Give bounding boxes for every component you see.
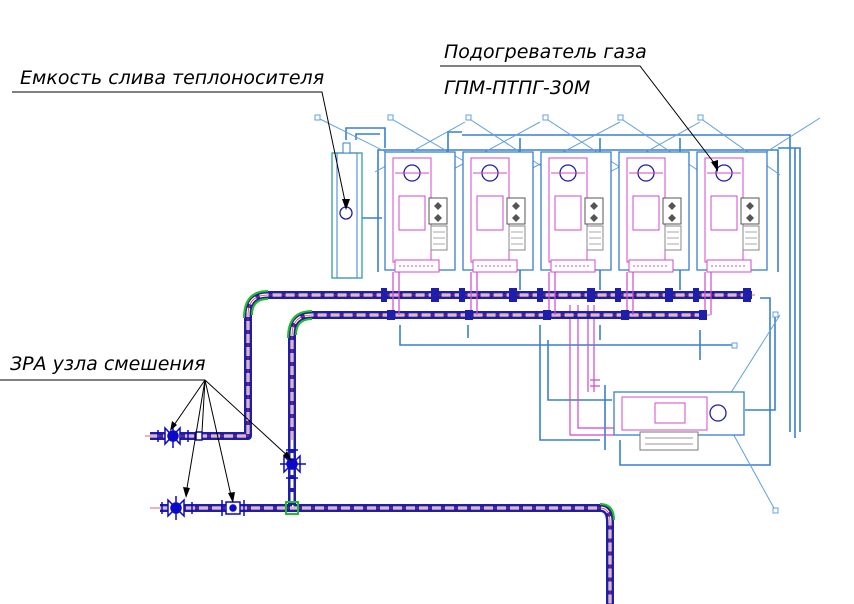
gas-heater-4 (618, 151, 690, 273)
gas-heater-2 (462, 151, 534, 273)
valve-2 (280, 449, 306, 479)
heater-stub-4 (615, 272, 673, 320)
center-lines (145, 294, 755, 604)
lower-heater (569, 305, 745, 451)
heater-label-line1: Подогреватель газа (444, 41, 647, 63)
leader-arrows (170, 160, 718, 503)
valve-4 (221, 500, 245, 516)
heater-stub-1 (381, 272, 439, 320)
gas-heater-group (384, 151, 768, 273)
mixing-valves-label: ЗРА узла смешения (10, 353, 206, 375)
gas-heater-1 (384, 151, 456, 273)
valve-3 (161, 496, 193, 520)
heater-stub-2 (459, 272, 517, 320)
drain-tank (331, 142, 363, 279)
heater-stubs (381, 272, 751, 320)
annotation-leaders (0, 65, 719, 501)
heater-stub-5 (693, 272, 751, 320)
heater-stub-3 (537, 272, 595, 320)
gas-heater-5 (696, 151, 768, 273)
green-bends (243, 290, 615, 521)
leader-nodes (314, 114, 779, 514)
heater-label-line2: ГПМ-ПТПГ-30М (444, 77, 590, 99)
drain-tank-label: Емкость слива теплоносителя (20, 67, 324, 89)
gas-heater-3 (540, 151, 612, 273)
